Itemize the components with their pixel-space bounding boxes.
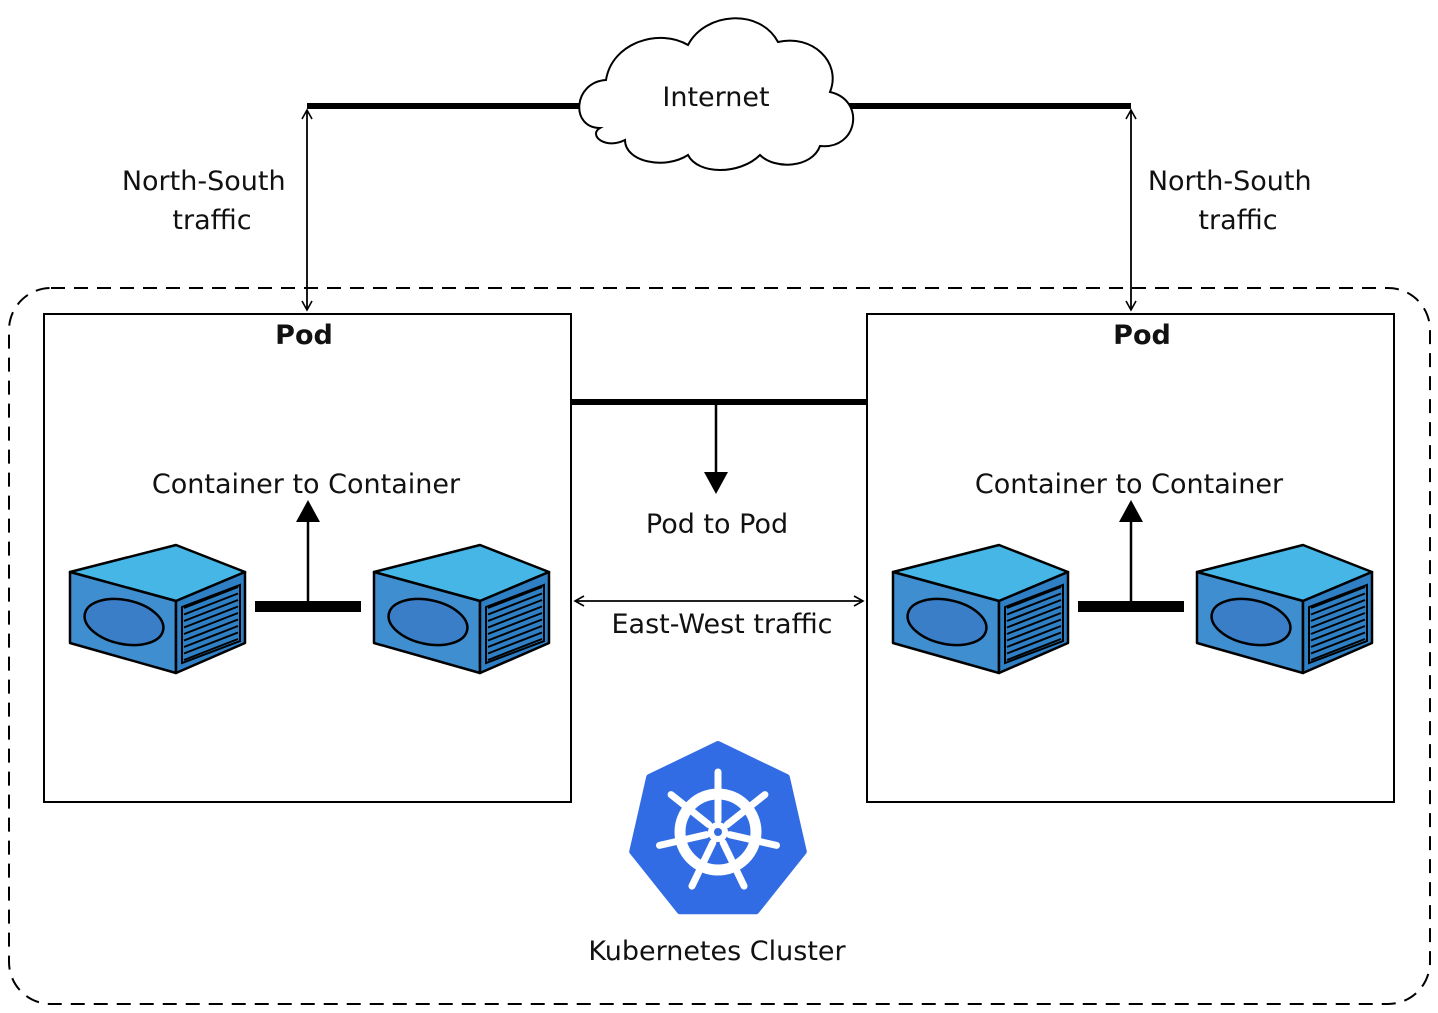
north-south-left-line2: traffic xyxy=(172,205,251,236)
north-south-right-line1: North-South xyxy=(1148,166,1312,197)
kubernetes-helm-logo xyxy=(629,741,807,915)
container-left-a-icon xyxy=(68,543,247,675)
east-west-label: East-West traffic xyxy=(611,609,832,640)
container-right-b-icon xyxy=(1195,543,1374,675)
pod-left-title: Pod xyxy=(275,320,333,351)
pod-right-container-label: Container to Container xyxy=(975,469,1284,500)
cloud-icon: Internet xyxy=(578,17,855,171)
pod-right-title: Pod xyxy=(1113,320,1171,351)
internet-label: Internet xyxy=(662,82,769,113)
container-left-b-icon xyxy=(372,543,551,675)
north-south-right-line2: traffic xyxy=(1198,205,1277,236)
container-to-container-arrowhead-right xyxy=(1119,500,1143,522)
pod-left-container-label: Container to Container xyxy=(152,469,461,500)
cluster-boundary xyxy=(8,287,1431,1005)
pod-to-pod-label: Pod to Pod xyxy=(646,509,788,540)
pod-to-pod-connection: Pod to Pod xyxy=(571,399,867,540)
container-link-bar-left xyxy=(255,601,361,612)
pod-to-pod-arrowhead xyxy=(704,472,728,494)
cluster-label: Kubernetes Cluster xyxy=(588,936,846,967)
north-south-label-right: North-South traffic xyxy=(1148,166,1320,236)
container-to-container-arrowhead-left xyxy=(296,500,320,522)
container-link-bar-right xyxy=(1078,601,1184,612)
container-right-a-icon xyxy=(891,543,1070,675)
north-south-left-line1: North-South xyxy=(122,166,286,197)
containers xyxy=(68,543,1374,675)
north-south-label-left: North-South traffic xyxy=(122,166,294,236)
